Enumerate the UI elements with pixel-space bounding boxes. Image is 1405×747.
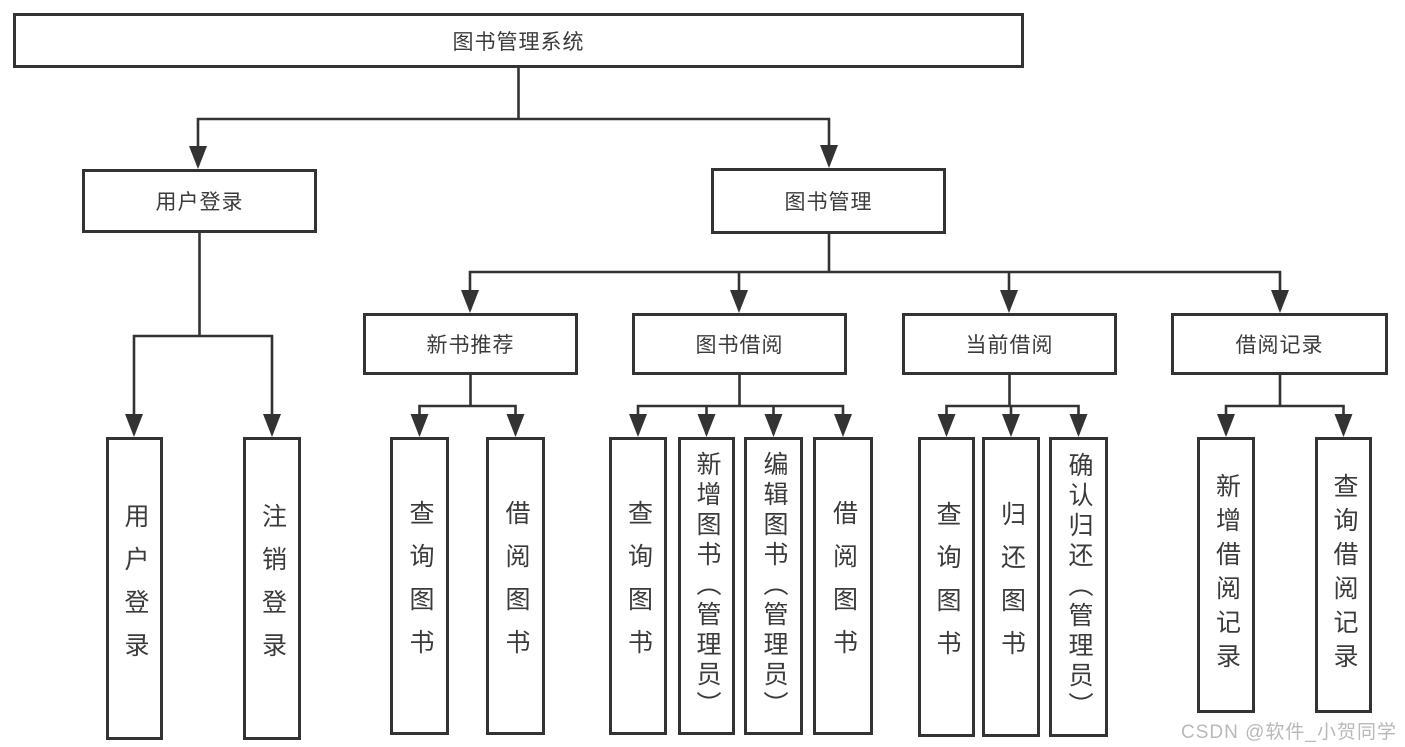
leaf-query-books-3-label: 查询图书 [933,501,961,673]
node-borrow-records: 借阅记录 [1171,313,1388,375]
connector-new-book-rail [418,404,517,434]
leaf-add-borrow-record-label: 新增借阅记录 [1212,473,1241,677]
node-root: 图书管理系统 [13,13,1024,68]
node-book-borrow: 图书借阅 [632,313,847,375]
arrowhead [1069,414,1088,437]
arrowhead [629,414,647,437]
leaf-borrow-books-1-label: 借阅图书 [502,500,530,672]
leaf-user-login-label: 用户登录 [121,502,149,675]
leaf-query-borrow-record: 查询借阅记录 [1315,437,1372,713]
node-new-book-recommend: 新书推荐 [363,313,578,375]
connector-current-borrow-rail [945,404,1080,434]
node-current-borrow-label: 当前借阅 [965,334,1054,357]
arrowhead [1002,414,1020,437]
leaf-return-books: 归还图书 [982,437,1040,737]
leaf-user-login: 用户登录 [106,437,163,740]
connector-borrow-records-rail [1224,404,1345,434]
leaf-query-books-3: 查询图书 [918,437,975,737]
node-new-book-recommend-label: 新书推荐 [426,334,515,357]
leaf-query-books-2-label: 查询图书 [624,500,653,672]
leaf-add-book-admin: 新增图书（管理员） [678,437,735,735]
leaf-logout: 注销登录 [243,437,301,740]
node-user-login-label: 用户登录 [155,191,244,214]
arrowhead [1271,290,1289,313]
leaf-borrow-books-2-label: 借阅图书 [829,500,858,672]
connector-level1-rail [196,117,831,166]
arrowhead [730,290,748,313]
node-book-management: 图书管理 [711,168,946,234]
connector-book-borrow-rail [636,404,845,434]
csdn-watermark: CSDN @软件_小贺同学 [1181,722,1397,743]
connector-level3-rail [468,270,1282,310]
arrowhead [820,145,838,168]
leaf-borrow-books-1: 借阅图书 [486,437,545,735]
node-root-label: 图书管理系统 [452,30,585,54]
arrowhead [461,290,479,313]
connector-paths [132,68,1345,434]
arrowhead [125,414,143,437]
node-borrow-records-label: 借阅记录 [1235,334,1324,357]
leaf-query-books-2: 查询图书 [609,437,667,735]
leaf-query-books-1-label: 查询图书 [406,500,434,672]
leaf-edit-book-admin: 编辑图书（管理员） [744,437,803,735]
leaf-add-book-admin-label: 新增图书（管理员） [693,451,721,721]
arrowhead [1334,414,1353,437]
node-user-login: 用户登录 [82,169,317,233]
node-book-management-label: 图书管理 [784,191,873,214]
arrowhead [834,414,852,437]
connector-user-login-rail [132,334,274,434]
arrowhead [764,414,783,437]
arrowhead [189,146,207,169]
leaf-confirm-return-admin-label: 确认归还（管理员） [1065,452,1093,722]
leaf-query-borrow-record-label: 查询借阅记录 [1330,473,1358,677]
leaf-add-borrow-record: 新增借阅记录 [1197,437,1255,713]
leaf-return-books-label: 归还图书 [997,501,1026,673]
arrowhead [1000,290,1018,313]
arrowhead [263,414,281,437]
node-book-borrow-label: 图书借阅 [695,334,784,357]
leaf-borrow-books-2: 借阅图书 [813,437,873,735]
arrowhead [1217,414,1235,437]
arrowhead [697,414,716,437]
node-current-borrow: 当前借阅 [902,313,1117,375]
leaf-confirm-return-admin: 确认归还（管理员） [1049,437,1108,737]
leaf-edit-book-admin-label: 编辑图书（管理员） [760,451,788,721]
leaf-logout-label: 注销登录 [258,502,287,675]
arrowhead [506,414,525,437]
leaf-query-books-1: 查询图书 [390,437,449,735]
arrowhead [410,414,429,437]
arrowhead [937,414,956,437]
